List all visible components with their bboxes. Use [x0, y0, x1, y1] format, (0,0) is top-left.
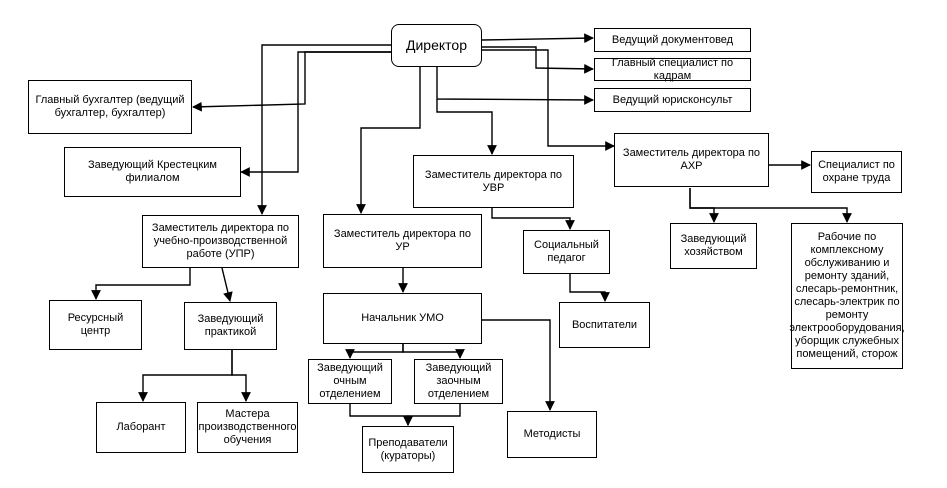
node-deputy-ahr[interactable]: Заместитель директора по АХР: [614, 133, 769, 187]
node-lab-assistant[interactable]: Лаборант: [96, 402, 186, 453]
connector-director-branch-head: [240, 51, 408, 177]
connector-director-deputy-ur: [356, 55, 421, 214]
node-workers[interactable]: Рабочие по комплексному обслуживанию и р…: [789, 223, 905, 369]
connector-ahr-workers: [689, 188, 852, 223]
connector-uvr-social-pedagogue: [491, 208, 575, 230]
connector-director-deputy-ahr: [482, 49, 615, 151]
node-umo-head[interactable]: Начальник УМО: [323, 293, 482, 344]
connector-extramural-teachers: [403, 404, 461, 426]
node-director[interactable]: Директор: [391, 24, 482, 67]
connector-practice-masters: [231, 350, 251, 402]
node-chief-hr[interactable]: Главный специалист по кадрам: [594, 57, 751, 82]
node-branch-head[interactable]: Заведующий Крестецким филиалом: [64, 147, 241, 197]
node-deputy-ur[interactable]: Заместитель директора по УР: [323, 214, 482, 268]
connector-fulltime-teachers: [349, 404, 413, 426]
connector-upr-practice-head: [221, 267, 233, 302]
node-lead-legal[interactable]: Ведущий юрисконсульт: [594, 88, 751, 112]
node-deputy-uvr[interactable]: Заместитель директора по УВР: [413, 155, 574, 208]
node-labor-safety[interactable]: Специалист по охране труда: [811, 151, 902, 193]
node-resource-center[interactable]: Ресурсный центр: [49, 300, 142, 350]
connector-social-educators: [569, 274, 610, 302]
connector-umo-extramural: [402, 344, 465, 359]
node-housekeeping-head[interactable]: Заведующий хозяйством: [670, 223, 757, 269]
connector-umo-fulltime: [345, 344, 404, 359]
connector-director-lead-docs: [481, 33, 594, 44]
node-practice-head[interactable]: Заведующий практикой: [184, 302, 277, 350]
node-deputy-upr[interactable]: Заместитель директора по учебно-производ…: [142, 215, 299, 268]
node-extramural-head[interactable]: Заведующий заочным отделением: [414, 359, 503, 404]
connector-practice-lab-assistant: [138, 350, 233, 402]
node-masters[interactable]: Мастера производственного обучения: [197, 402, 298, 453]
node-social-pedagogue[interactable]: Социальный педагог: [523, 230, 610, 274]
connector-director-chief-hr: [482, 46, 594, 74]
node-methodists[interactable]: Методисты: [507, 411, 597, 458]
node-lead-docs[interactable]: Ведущий документовед: [594, 28, 751, 52]
node-teachers[interactable]: Преподаватели (кураторы): [362, 426, 454, 473]
connector-ahr-housekeeping: [689, 188, 719, 223]
node-chief-accountant[interactable]: Главный бухгалтер (ведущий бухгалтер, бу…: [28, 80, 192, 134]
node-fulltime-head[interactable]: Заведующий очным отделением: [308, 359, 392, 404]
node-educators[interactable]: Воспитатели: [559, 302, 650, 348]
connector-director-deputy-upr: [257, 44, 395, 215]
connector-director-chief-accountant: [192, 51, 408, 112]
connector-director-deputy-uvr: [436, 99, 497, 155]
connector-umo-methodists: [482, 319, 555, 411]
connector-upr-resource-center: [91, 268, 191, 300]
